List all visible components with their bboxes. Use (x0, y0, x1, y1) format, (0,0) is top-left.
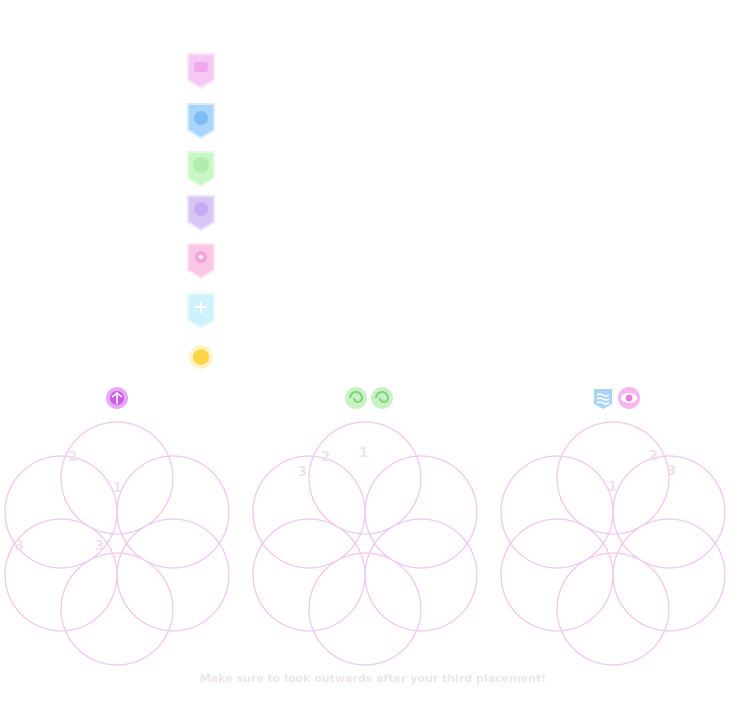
spot-label: 3 (298, 465, 307, 480)
spot-label: 2 (68, 450, 77, 465)
green-swirl-icon (344, 386, 368, 410)
magenta-orb-icon (105, 386, 129, 410)
spot-label: 1 (113, 481, 122, 496)
diagram-3: 2 3 1 (496, 380, 736, 670)
purple-rune-icon (184, 192, 220, 232)
gold-rune-icon (184, 340, 220, 380)
diagram-2-rings: 1 2 3 (252, 421, 478, 666)
spot-label: 3 (15, 539, 24, 554)
blue-rune-icon (184, 100, 220, 140)
spot-label: 2 (321, 450, 330, 465)
diagram-3-rings: 2 3 1 (500, 421, 726, 666)
ring-upper-right (116, 455, 230, 569)
pink-rune-icon (184, 50, 220, 90)
cyan-rune-icon (184, 290, 220, 330)
spot-label: 3 (667, 464, 676, 479)
spot-label: 3 (95, 539, 104, 554)
ring-lower-right (116, 518, 230, 632)
ring-top (60, 421, 174, 535)
ring-lower-right (612, 518, 726, 632)
ring-bottom (308, 552, 422, 666)
diagram-1: 2 1 3 3 (0, 380, 240, 670)
blue-wave-icon (591, 386, 615, 410)
ring-top (556, 421, 670, 535)
rose-rune-icon (184, 240, 220, 280)
ring-bottom (60, 552, 174, 666)
ring-lower-right (364, 518, 478, 632)
green-rune-icon (184, 148, 220, 188)
diagram-1-markers (105, 386, 129, 414)
ring-top (308, 421, 422, 535)
spot-label: 2 (649, 449, 658, 464)
pink-eye-icon (617, 386, 641, 410)
footer-note: Make sure to look outwards after your th… (199, 672, 547, 685)
diagram-2-markers (344, 386, 394, 414)
green-swirl-icon (370, 386, 394, 410)
diagram-3-markers (591, 386, 641, 414)
ring-upper-right (612, 455, 726, 569)
ring-upper-right (364, 455, 478, 569)
diagram-2: 1 2 3 (248, 380, 488, 670)
diagram-1-rings: 2 1 3 3 (4, 421, 230, 666)
spot-label: 1 (608, 480, 617, 495)
spot-label: 1 (359, 446, 368, 461)
ring-bottom (556, 552, 670, 666)
